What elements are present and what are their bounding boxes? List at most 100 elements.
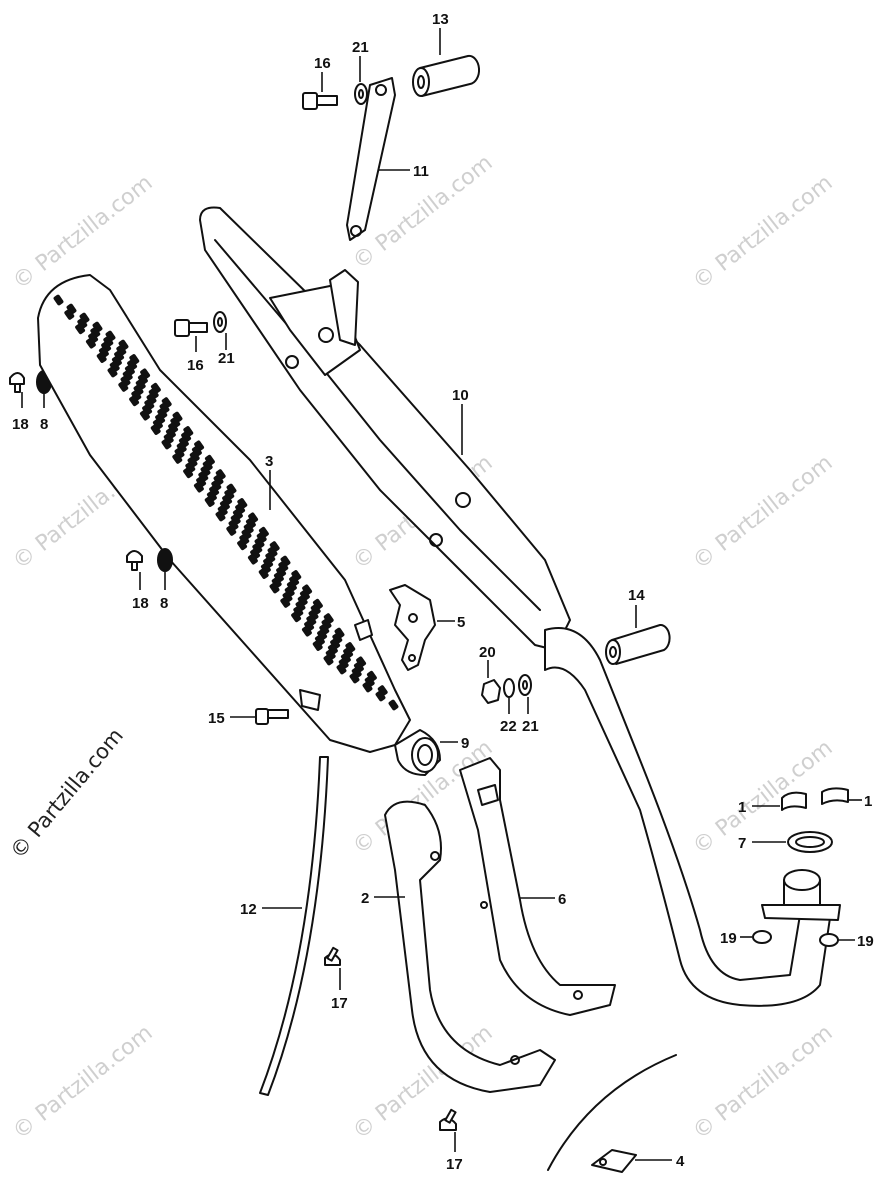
part-1-cotter[interactable] [781,791,807,811]
part-6-heat-guard[interactable] [459,757,616,1016]
perforation-hole [343,647,354,659]
perforation-hole [304,620,315,632]
perforation-hole [345,642,356,653]
perforation-hole [215,510,226,522]
perforation-hole [250,548,261,560]
part-19-nut[interactable] [752,930,772,944]
perforation-hole [237,498,248,509]
part-20-nut[interactable] [481,679,501,704]
perforation-hole [66,303,77,315]
perforation-hole [133,384,144,396]
perforation-hole [178,436,189,448]
perforation-hole [377,685,388,696]
frame-contour-line [547,1054,677,1171]
callout-5: 5 [457,614,465,631]
perforation-hole [170,417,181,428]
perforation-hole [323,613,334,624]
callout-2: 2 [361,890,369,907]
perforation-hole [239,534,250,545]
part-7-gasket[interactable] [787,831,833,853]
perforation-hole [323,654,334,666]
perforation-hole [172,453,183,464]
heat-shield-perforations [53,294,399,711]
part-2-heat-guard[interactable] [384,800,556,1093]
perforation-hole [120,375,131,387]
perforation-hole [152,418,163,430]
perforation-hole [90,327,101,338]
callout-16: 16 [187,357,204,374]
perforation-hole [75,323,86,335]
part-12-hose[interactable] [259,756,329,1096]
perforation-hole [256,532,267,543]
part-9-collar[interactable] [394,729,441,776]
perforation-hole [144,399,155,410]
perforation-hole [366,670,377,682]
part-exhaust-pipe[interactable] [544,627,831,1007]
perforation-hole [312,640,323,651]
part-11-stay[interactable] [346,77,396,241]
perforation-hole [148,388,159,399]
part-4-clip[interactable] [591,1149,637,1173]
perforation-hole [308,609,319,621]
perforation-hole [155,413,166,425]
perforation-hole [252,543,263,554]
perforation-hole [127,359,138,371]
part-21-washer[interactable] [354,83,368,105]
perforation-hole [241,528,252,540]
perforation-hole [226,525,237,536]
perforation-hole [351,667,362,678]
perforation-hole [131,390,142,401]
callout-18: 18 [12,416,29,433]
perforation-hole [209,485,220,497]
perforation-hole [237,539,248,551]
part-18-screw[interactable] [126,550,143,571]
perforation-hole [278,561,289,572]
perforation-hole [222,494,233,506]
part-16-bolt[interactable] [302,92,338,110]
callout-4: 4 [676,1153,685,1170]
watermark: © Partzilla.com [688,1021,837,1145]
perforation-hole [118,339,129,351]
part-18-screw[interactable] [9,372,25,393]
perforation-hole [88,332,99,344]
part-13-collar[interactable] [412,54,481,97]
part-14-collar[interactable] [605,623,671,665]
perforation-hole [96,352,107,363]
part-3-heat-shield[interactable] [37,274,411,753]
perforation-hole [211,480,222,491]
callout-3: 3 [265,453,273,470]
part-5-clamp[interactable] [389,584,436,671]
part-19-nut[interactable] [819,933,839,947]
perforation-hole [159,402,170,414]
perforation-hole [330,638,341,650]
part-21-washer[interactable] [518,674,532,696]
perforation-hole [334,627,345,639]
part-17-screw[interactable] [439,1108,457,1131]
part-10-muffler[interactable] [199,206,571,651]
perforation-hole [260,562,271,574]
part-8-grommet[interactable] [157,548,173,572]
perforation-hole [271,577,282,588]
perforation-hole [172,411,183,423]
callout-17: 17 [446,1156,463,1173]
part-1-cotter[interactable] [821,787,849,805]
perforation-hole [295,600,306,612]
perforation-hole [338,658,349,669]
perforation-hole [353,661,364,673]
perforation-hole [302,584,313,596]
part-22-washer[interactable] [503,678,515,698]
part-17-screw[interactable] [324,946,341,966]
perforation-hole [364,676,375,687]
perforation-hole [105,330,116,342]
part-16-bolt[interactable] [174,319,208,337]
perforation-hole [198,471,209,482]
perforation-hole [174,447,185,459]
perforation-hole [140,368,151,380]
part-21-washer[interactable] [213,311,227,333]
perforation-hole [116,345,127,356]
flange[interactable] [761,869,841,921]
part-15-bolt[interactable] [255,708,289,725]
perforation-hole [189,451,200,462]
callout-22: 22 [500,718,517,735]
perforation-hole [312,598,323,610]
